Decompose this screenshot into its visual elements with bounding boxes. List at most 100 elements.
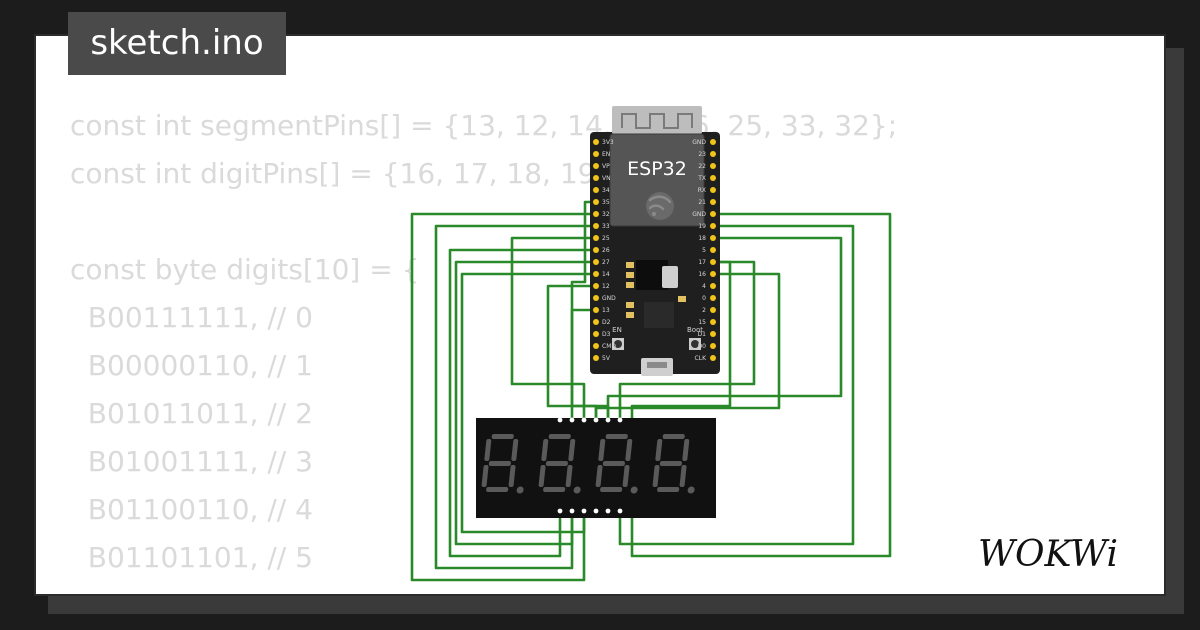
code-line: B01111101, // 6: [70, 582, 897, 594]
pin-27[interactable]: 27: [593, 259, 610, 266]
pin-header-dot: [710, 295, 716, 301]
display-pin-top: [569, 417, 575, 423]
pin-en[interactable]: EN: [593, 151, 610, 158]
display-digit: [595, 434, 638, 494]
esp32-label: ESP32: [627, 158, 687, 180]
pin-32[interactable]: 32: [593, 211, 610, 218]
pin-33[interactable]: 33: [593, 223, 610, 230]
segment: [488, 461, 511, 466]
pin-rx[interactable]: RX: [698, 187, 716, 194]
segment: [486, 487, 509, 492]
pin-label: TX: [697, 175, 706, 182]
esp32-antenna-area: [612, 106, 702, 134]
pin-d0[interactable]: D0: [698, 343, 716, 350]
code-line: B01001111, // 3: [70, 445, 313, 478]
display-pins: [557, 417, 623, 514]
code-line: B00111111, // 0: [70, 301, 313, 334]
wire: [448, 248, 598, 558]
pin-5v[interactable]: 5V: [593, 355, 611, 362]
wire: [618, 260, 756, 420]
pin-18[interactable]: 18: [698, 235, 716, 242]
pin-19[interactable]: 19: [698, 223, 716, 230]
pin-header-dot: [710, 271, 716, 277]
pin-label: RX: [698, 187, 706, 194]
antenna-trace: [621, 113, 693, 129]
pin-label: VP: [602, 163, 610, 170]
pin-d3[interactable]: D3: [593, 331, 611, 338]
pin-label: 2: [702, 307, 706, 314]
pin-label: 12: [602, 283, 610, 290]
pin-label: D2: [602, 319, 611, 326]
pin-label: 32: [602, 211, 610, 218]
segment: [545, 461, 568, 466]
pin-14[interactable]: 14: [593, 271, 610, 278]
pin-label: 17: [698, 259, 706, 266]
pin-header-dot: [710, 343, 716, 349]
pin-label: CMD: [602, 343, 616, 350]
pin-cmd[interactable]: CMD: [593, 343, 616, 350]
pin-12[interactable]: 12: [593, 283, 610, 290]
display-pin-bottom: [569, 508, 575, 514]
segment: [484, 439, 492, 461]
pin-16[interactable]: 16: [698, 271, 716, 278]
pin-header-dot: [593, 331, 599, 337]
segment: [602, 461, 625, 466]
pin-gnd[interactable]: GND: [692, 211, 716, 218]
code-line: const int segmentPins[] = {13, 12, 14, 2…: [70, 109, 898, 142]
pin-label: 26: [602, 247, 610, 254]
esp32-pin-headers[interactable]: 3V3ENVPVN343532332526271412GND13D2D3CMD5…: [593, 139, 716, 362]
pin-15[interactable]: 15: [698, 319, 716, 326]
pin-label: 19: [698, 223, 706, 230]
en-button-label: EN: [612, 326, 622, 334]
segment: [679, 465, 687, 487]
pin-tx[interactable]: TX: [697, 175, 716, 182]
pin-header-dot: [593, 175, 599, 181]
segment: [565, 465, 573, 487]
pin-vp[interactable]: VP: [593, 163, 610, 170]
code-line: B00000110, // 1: [70, 349, 313, 382]
code-line: B01101101, // 5: [70, 541, 313, 574]
seven-segment-display[interactable]: [476, 417, 716, 518]
pin-header-dot: [593, 187, 599, 193]
wire: [410, 212, 598, 582]
pin-vn[interactable]: VN: [593, 175, 611, 182]
pin-label: 23: [698, 151, 706, 158]
pin-header-dot: [593, 307, 599, 313]
pin-23[interactable]: 23: [698, 151, 716, 158]
pin-26[interactable]: 26: [593, 247, 610, 254]
code-preview: const int segmentPins[] = {13, 12, 14, 2…: [70, 102, 898, 594]
pin-d1[interactable]: D1: [698, 331, 716, 338]
pin-label: 16: [698, 271, 706, 278]
pin-header-dot: [710, 151, 716, 157]
segment: [600, 487, 623, 492]
display-pin-bottom: [617, 508, 623, 514]
decimal-point: [573, 486, 581, 494]
pin-0[interactable]: 0: [702, 295, 716, 302]
pin-5[interactable]: 5: [702, 247, 716, 254]
display-digits: [481, 434, 695, 494]
pin-label: 13: [602, 307, 610, 314]
pin-3v3[interactable]: 3V3: [593, 139, 614, 146]
pin-17[interactable]: 17: [698, 259, 716, 266]
pin-21[interactable]: 21: [698, 199, 716, 206]
pin-35[interactable]: 35: [593, 199, 610, 206]
decimal-point: [687, 486, 695, 494]
pin-13[interactable]: 13: [593, 307, 610, 314]
pin-2[interactable]: 2: [702, 307, 716, 314]
pin-label: GND: [692, 211, 706, 218]
pin-gnd[interactable]: GND: [593, 295, 616, 302]
pin-clk[interactable]: CLK: [695, 355, 716, 362]
display-pin-bottom: [605, 508, 611, 514]
segment: [662, 434, 685, 439]
pin-4[interactable]: 4: [702, 283, 716, 290]
pin-34[interactable]: 34: [593, 187, 610, 194]
segment: [625, 439, 633, 461]
pin-22[interactable]: 22: [698, 163, 716, 170]
pin-d2[interactable]: D2: [593, 319, 611, 326]
wokwi-logo[interactable]: WOKWi: [976, 528, 1152, 578]
pin-25[interactable]: 25: [593, 235, 610, 242]
file-tab-sketch-ino[interactable]: sketch.ino: [68, 12, 286, 75]
pin-gnd[interactable]: GND: [692, 139, 716, 146]
